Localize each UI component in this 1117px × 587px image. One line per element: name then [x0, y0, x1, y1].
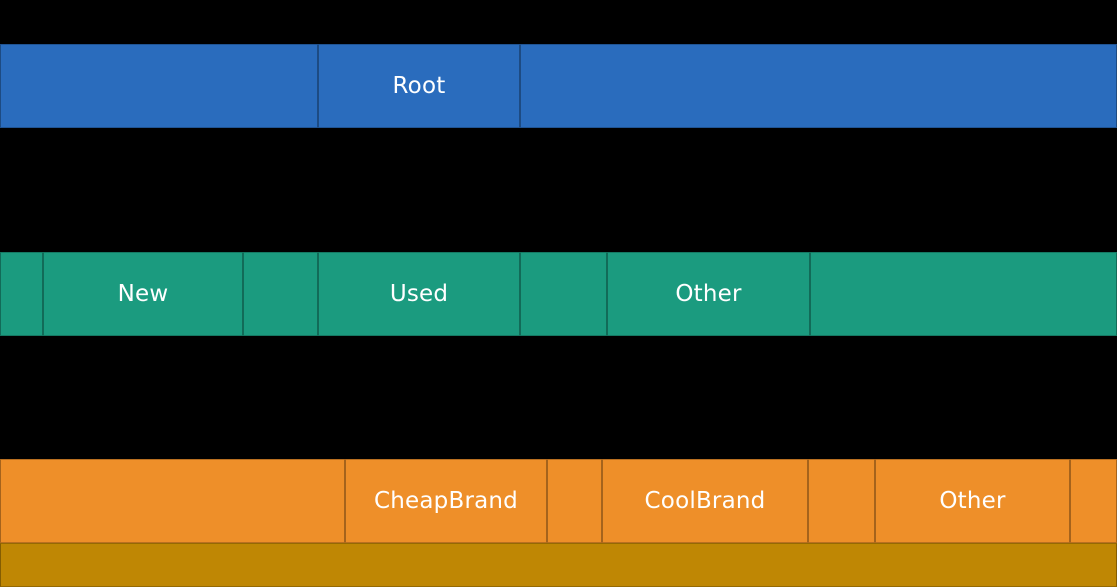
icicle-node-other[interactable]: Other: [607, 252, 810, 336]
icicle-node-label: Other: [675, 280, 742, 307]
icicle-node-other[interactable]: Other: [875, 459, 1070, 543]
icicle-node-condition-2[interactable]: [243, 252, 318, 336]
icicle-node-condition-4[interactable]: [520, 252, 607, 336]
icicle-node-brand-4[interactable]: [808, 459, 875, 543]
icicle-node-label: Other: [939, 487, 1006, 514]
icicle-node-condition-0[interactable]: [0, 252, 43, 336]
icicle-node-label: CheapBrand: [374, 487, 518, 514]
icicle-node-condition-6[interactable]: [810, 252, 1117, 336]
icicle-node-root-0[interactable]: [0, 44, 318, 128]
icicle-level-condition: New Used Other: [0, 252, 1117, 336]
icicle-node-label: Used: [389, 280, 449, 307]
icicle-node-brand-6[interactable]: [1070, 459, 1117, 543]
icicle-node-brand-0[interactable]: [0, 459, 345, 543]
icicle-node-brand-2[interactable]: [547, 459, 602, 543]
icicle-node-coolbrand[interactable]: CoolBrand: [602, 459, 808, 543]
icicle-level-root: Root: [0, 44, 1117, 128]
icicle-node-label: CoolBrand: [644, 487, 766, 514]
icicle-node-root-2[interactable]: [520, 44, 1117, 128]
icicle-node-root[interactable]: Root: [318, 44, 520, 128]
icicle-level-brand: CheapBrand CoolBrand Other: [0, 459, 1117, 543]
icicle-level-leaf: [0, 543, 1117, 587]
icicle-node-cheapbrand[interactable]: CheapBrand: [345, 459, 547, 543]
icicle-node-leaf-0[interactable]: [0, 543, 1117, 587]
icicle-node-label: Root: [392, 72, 446, 99]
icicle-node-used[interactable]: Used: [318, 252, 520, 336]
icicle-node-label: New: [117, 280, 169, 307]
icicle-node-new[interactable]: New: [43, 252, 243, 336]
